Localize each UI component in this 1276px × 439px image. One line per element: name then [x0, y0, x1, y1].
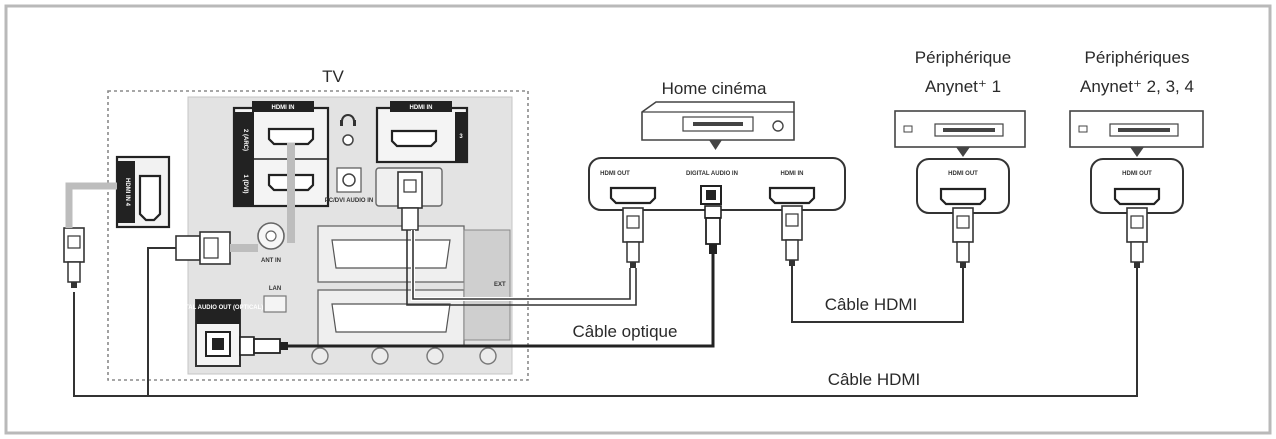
component-jack-4 [479, 347, 497, 365]
devices-label-line2: Anynet⁺ 2, 3, 4 [1080, 77, 1194, 96]
hdmi-cable-home-cinema-to-device1 [781, 205, 974, 323]
tv-hdmi-3-label: 3 [459, 134, 463, 140]
devices-label-line1: Périphériques [1085, 48, 1190, 67]
tv: TV HDMI IN 2 (ARC) 1 (DVI) PC/DVI AUDIO … [107, 67, 529, 381]
dev2-hdmi-out-port [1113, 187, 1161, 206]
optical-cable [239, 205, 722, 356]
home-cinema: Home cinéma HDMI OUT DIGITAL AUDIO IN HD… [588, 79, 846, 211]
cable-optical-label: Câble optique [573, 322, 678, 341]
tv-digital-out-label: DIGITAL AUDIO OUT (OPTICAL) [173, 305, 264, 311]
hc-hdmi-in-label: HDMI IN [781, 171, 804, 177]
device1-label-line2: Anynet⁺ 1 [925, 77, 1001, 96]
pc-audio-jack [342, 173, 356, 187]
ext-label: EXT [494, 282, 506, 288]
tv-hdmi-in-block-right: HDMI IN 3 [375, 101, 469, 164]
hdmi-cable-devices-to-tv-side [63, 182, 1148, 397]
tv-dotted-outline [107, 90, 529, 381]
lan-port [263, 295, 287, 313]
component-jack-2 [371, 347, 389, 365]
anynet-device-1: Périphérique Anynet⁺ 1 HDMI OUT [894, 48, 1026, 214]
tv-side-hdmi-label: HDMI IN 4 [124, 178, 130, 207]
cable-hdmi-label-2: Câble HDMI [828, 370, 921, 389]
tv-hdmi-2-port [267, 127, 315, 146]
dev2-hdmi-out-label: HDMI OUT [1122, 171, 1152, 177]
tv-hdmi-in-right-label: HDMI IN [410, 105, 433, 111]
device1-label-line1: Périphérique [915, 48, 1011, 67]
headphone-jack [342, 134, 354, 146]
scart-connectors: EXT [317, 225, 511, 347]
tv-hdmi-3-port [390, 129, 438, 148]
tv-hdmi-1-label: 1 (DVI) [242, 174, 248, 193]
tv-side-hdmi: HDMI IN 4 [115, 155, 171, 229]
lan-label: LAN [269, 286, 281, 292]
tv-hdmi-in-left-label: HDMI IN [272, 105, 295, 111]
hc-hdmi-in-port [768, 186, 816, 205]
headphone-icon [340, 114, 356, 126]
home-cinema-label: Home cinéma [662, 79, 767, 98]
cable-hdmi-label-1: Câble HDMI [825, 295, 918, 314]
cables [63, 143, 1148, 397]
dev1-hdmi-out-port [939, 187, 987, 206]
hc-hdmi-out-port [609, 186, 657, 205]
component-jack-3 [426, 347, 444, 365]
tv-label: TV [322, 67, 344, 86]
anynet-devices-2-3-4: Périphériques Anynet⁺ 2, 3, 4 HDMI OUT [1069, 48, 1204, 214]
tv-digital-audio-out: DIGITAL AUDIO OUT (OPTICAL) [173, 299, 264, 367]
hc-hdmi-out-label: HDMI OUT [600, 171, 630, 177]
hc-digital-in-label: DIGITAL AUDIO IN [686, 171, 738, 177]
component-jack-1 [311, 347, 329, 365]
dev1-hdmi-out-label: HDMI OUT [948, 171, 978, 177]
antenna-label: ANT IN [261, 258, 281, 264]
tv-hdmi-in-block-left: HDMI IN 2 (ARC) 1 (DVI) [232, 101, 330, 208]
pc-audio-label: PC/DVI AUDIO IN [325, 198, 373, 204]
tv-hdmi-2-label: 2 (ARC) [242, 129, 248, 151]
hdmi-cable-tv-to-home-cinema [397, 171, 644, 306]
